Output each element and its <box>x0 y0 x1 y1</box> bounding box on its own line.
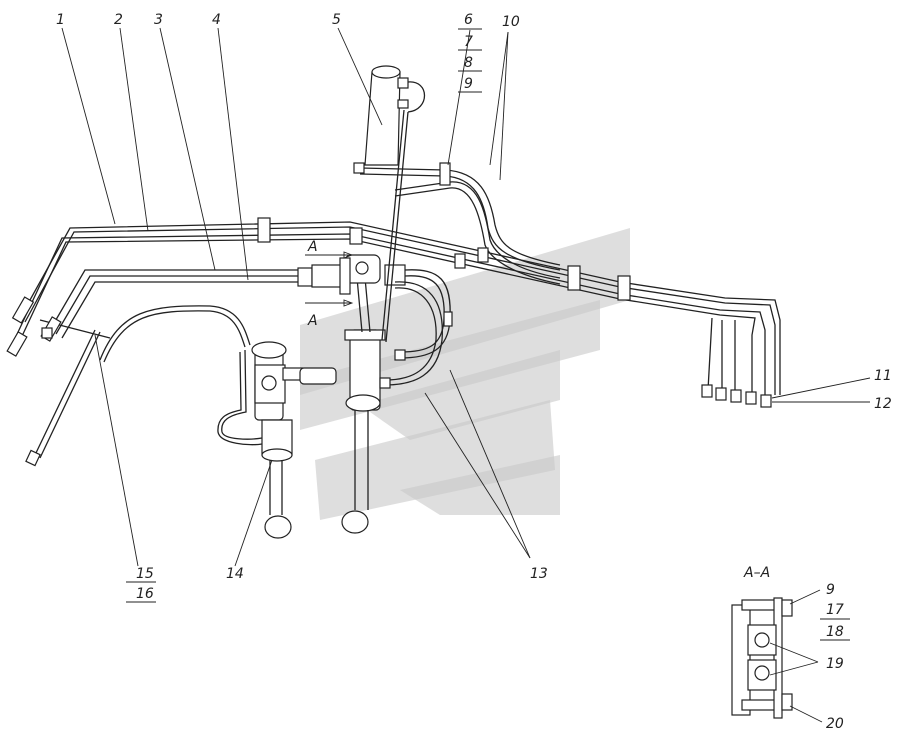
callout-14: 14 <box>226 566 244 582</box>
callout-8: 8 <box>464 55 473 71</box>
callout-9: 9 <box>464 76 473 92</box>
callout-7: 7 <box>464 34 473 50</box>
pipe-to-cylinder-14 <box>99 305 263 446</box>
callout-labels: 1 2 3 4 5 6 7 8 9 10 11 12 13 14 15 16 <box>56 12 892 603</box>
pipe-couplings <box>257 217 631 301</box>
pipe-1 <box>19 221 781 395</box>
callout-10: 10 <box>502 14 520 30</box>
callout-11: 11 <box>874 368 892 384</box>
section-view-title: A–A <box>743 565 770 581</box>
pipe-15-16 <box>25 319 111 467</box>
section-callout-17: 17 <box>826 602 844 618</box>
callout-16: 16 <box>136 586 154 602</box>
callout-3: 3 <box>154 12 163 28</box>
section-arrow-top: A <box>305 239 354 259</box>
callout-13: 13 <box>530 566 548 582</box>
callout-6: 6 <box>464 12 473 28</box>
callout-12: 12 <box>874 396 892 412</box>
section-label-bottom: A <box>307 313 318 329</box>
tank-5 <box>364 65 425 343</box>
callout-15: 15 <box>136 566 154 582</box>
callout-5: 5 <box>332 12 341 28</box>
callout-1: 1 <box>56 12 65 28</box>
section-callout-9: 9 <box>826 582 835 598</box>
pipe-6-10 <box>353 162 561 285</box>
section-callout-19: 19 <box>826 656 844 672</box>
leader-lines <box>61 27 871 567</box>
section-callout-20: 20 <box>826 716 844 732</box>
section-label-top: A <box>307 239 318 255</box>
pipes-13 <box>379 269 453 389</box>
hydraulic-cylinder-centre <box>341 254 386 534</box>
pipe-ends-right <box>701 317 772 408</box>
hydraulic-cylinder-14 <box>251 341 337 539</box>
section-callout-18: 18 <box>826 624 844 640</box>
callout-4: 4 <box>212 12 221 28</box>
pipe-3-4 <box>49 269 300 339</box>
pipe-2 <box>11 233 766 395</box>
callout-2: 2 <box>114 12 123 28</box>
section-view-a-a: A–A 9 17 18 19 20 <box>731 565 850 732</box>
left-fittings <box>6 296 62 357</box>
valve-assembly <box>297 257 406 295</box>
section-arrow-bottom: A <box>305 299 354 329</box>
